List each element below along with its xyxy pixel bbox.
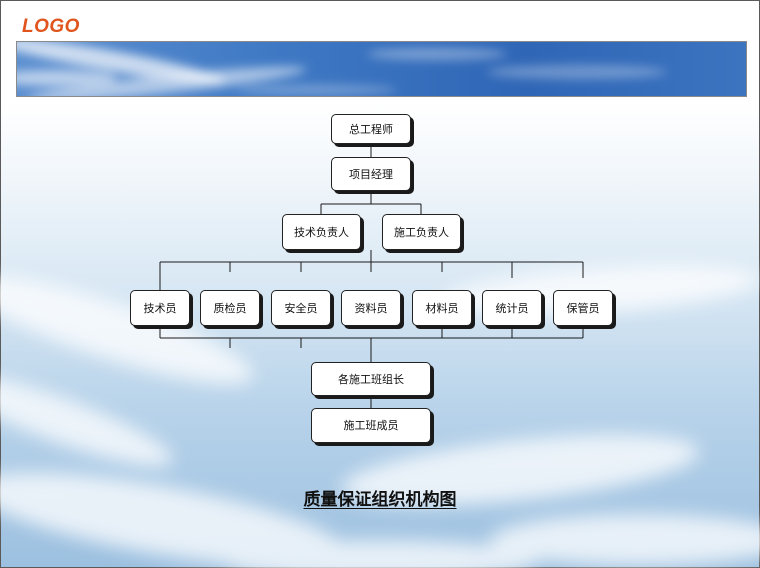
node-storekeeper: 保管员 (553, 290, 613, 326)
banner-clouds (17, 42, 667, 96)
logo: LOGO (22, 16, 80, 37)
node-project-manager: 项目经理 (331, 157, 411, 191)
node-chief-engineer: 总工程师 (331, 114, 411, 144)
node-document-clerk: 资料员 (341, 290, 401, 326)
node-safety-officer: 安全员 (271, 290, 331, 326)
node-construction-lead: 施工负责人 (382, 214, 461, 250)
node-materials-clerk: 材料员 (412, 290, 472, 326)
diagram-caption: 质量保证组织机构图 (0, 485, 760, 510)
diagram-caption-text: 质量保证组织机构图 (303, 490, 457, 510)
node-team-leaders: 各施工班组长 (311, 362, 431, 396)
node-quality-inspector: 质检员 (200, 290, 260, 326)
header-banner (16, 41, 747, 97)
node-statistician: 统计员 (482, 290, 542, 326)
node-team-members: 施工班成员 (311, 408, 431, 443)
node-technical-lead: 技术负责人 (282, 214, 361, 250)
node-technician: 技术员 (130, 290, 190, 326)
